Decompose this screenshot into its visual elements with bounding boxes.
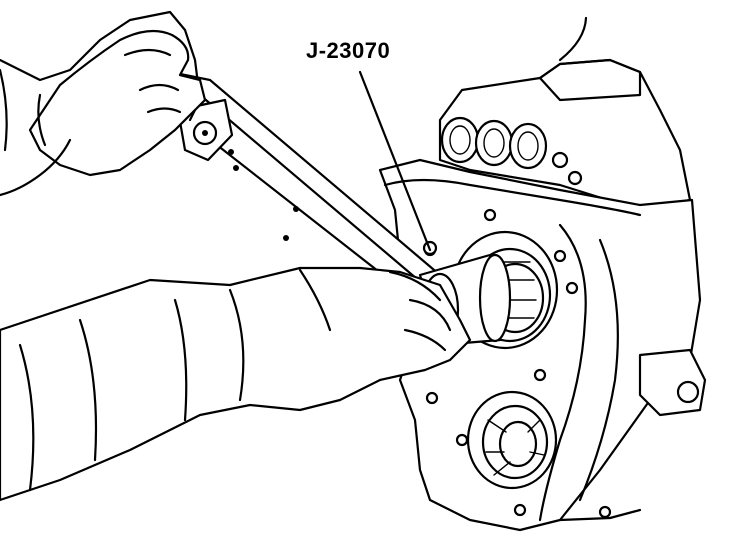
transmission-case-icon: [378, 16, 707, 532]
tool-callout-label: J-23070: [306, 38, 391, 63]
right-hand-icon: [0, 266, 472, 502]
callout-leader-line: [358, 70, 432, 252]
left-hand-icon: [0, 10, 207, 197]
